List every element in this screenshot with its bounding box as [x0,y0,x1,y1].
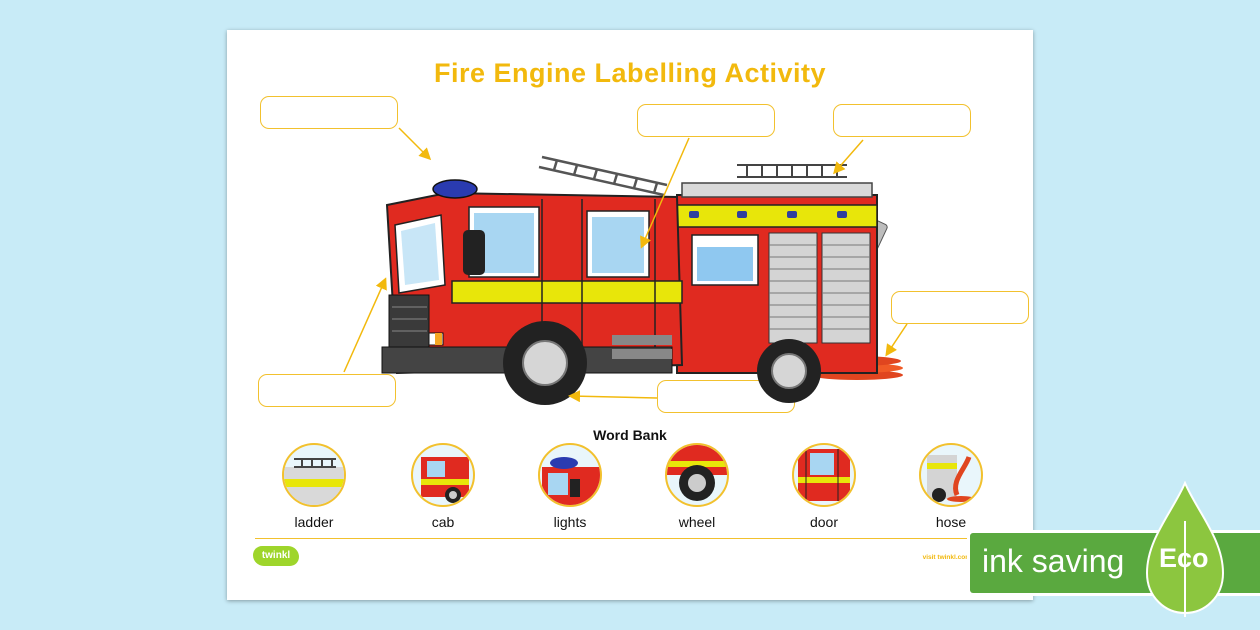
label-box-lights[interactable] [260,96,398,129]
word-label: ladder [294,514,334,530]
word-label: wheel [678,514,716,530]
front-wheel [503,321,587,405]
eco-label: Eco [1159,543,1209,573]
cab-ladder [538,155,668,197]
word-bank-title: Word Bank [593,427,667,443]
label-box-hose[interactable] [891,291,1029,324]
roller-shutters [768,232,871,344]
word-bank-item-door: door [784,443,864,530]
word-label: lights [553,514,587,530]
hose-thumbnail [919,443,983,507]
roof-ladder [737,164,847,178]
ladder-thumbnail [282,443,346,507]
leaf-icon [1145,481,1225,617]
wheel-thumbnail [665,443,729,507]
word-bank-item-lights: lights [530,443,610,530]
fire-engine-illustration [381,155,903,405]
label-box-door[interactable] [637,104,775,137]
word-label: cab [431,514,455,530]
word-bank-item-cab: cab [403,443,483,530]
label-box-cab[interactable] [258,374,396,407]
blue-light [432,179,478,199]
word-label: door [809,514,839,530]
twinkl-logo: twinkl [253,546,299,566]
word-bank-item-ladder: ladder [274,443,354,530]
cab-thumbnail [411,443,475,507]
rear-wheel [757,339,821,403]
worksheet: Fire Engine Labelling Activity [227,30,1033,600]
word-label: hose [935,514,967,530]
label-box-ladder[interactable] [833,104,971,137]
word-bank-item-wheel: wheel [657,443,737,530]
footer-link[interactable]: visit twinkl.com [922,554,971,561]
lights-thumbnail [538,443,602,507]
door-thumbnail [792,443,856,507]
word-bank-item-hose: hose [911,443,991,530]
worksheet-title: Fire Engine Labelling Activity [433,58,827,88]
ink-saving-text: ink saving [982,543,1125,579]
footer-divider [255,538,1005,539]
